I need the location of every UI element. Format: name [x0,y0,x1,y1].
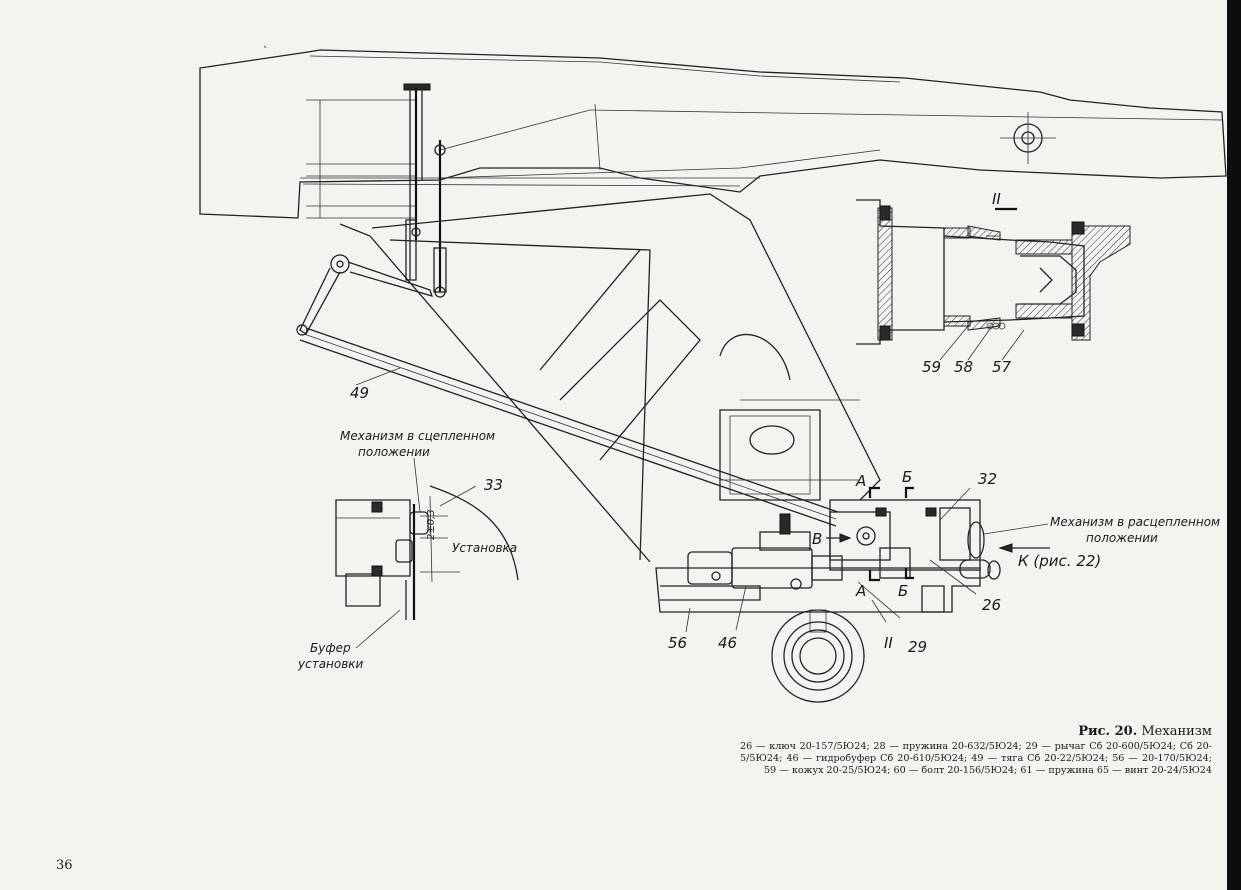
view-v-label: В [812,530,822,548]
figure-caption: Рис. 20. Механизм 26 — ключ 20-157/5Ю24;… [740,724,1212,777]
disengaged-label-line2: положении [1086,531,1158,545]
setup-label: Установка [452,541,517,555]
callout-46: 46 [718,634,737,652]
lower-mechanism [655,486,1050,703]
section-b-top: Б [902,468,912,486]
disengaged-label-line1: Механизм в расцепленном [1050,515,1220,529]
callout-59: 59 [922,358,941,376]
callout-49: 49 [350,384,369,402]
leader-lines [685,487,1049,633]
linkage-rods [403,83,447,298]
callout-33: 33 [484,476,503,494]
callout-58: 58 [954,358,973,376]
engaged-label-line1: Механизм в сцепленном [340,429,495,443]
callout-32: 32 [978,470,997,488]
callout-detail-view: II [992,190,1001,208]
engaged-label-line2: положении [358,445,430,459]
callout-26: 26 [982,596,1001,614]
section-a-top: А [855,472,866,490]
section-a-bottom: А [855,582,866,600]
view-k-label: К (рис. 22) [1018,552,1101,570]
callout-view-section: II [884,634,893,652]
upper-frame [199,45,1227,219]
section-b-bottom: Б [898,582,908,600]
scan-edge [1227,0,1241,890]
callout-56: 56 [668,634,687,652]
callout-labels: II 59 58 57 49 33 32 26 29 46 56 II А А … [297,190,1220,671]
detail-view-ii [856,199,1131,361]
figure-title: Механизм [1141,724,1212,739]
tie-rod-49 [296,254,839,527]
figure-title-line: Рис. 20. Механизм [740,724,1212,739]
buffer-label-line2: установки [297,657,364,671]
figure-legend: 26 — ключ 20-157/5Ю24; 28 — пружина 20-6… [740,741,1212,776]
callout-57: 57 [992,358,1012,376]
dimension-value: 2±0,3 [426,509,437,540]
engaged-detail [335,457,519,649]
support-strut [339,193,881,563]
figure-label: Рис. 20. [1078,724,1138,739]
page-number: 36 [56,858,73,873]
callout-29: 29 [908,638,927,656]
buffer-label-line1: Буфер [310,641,351,655]
